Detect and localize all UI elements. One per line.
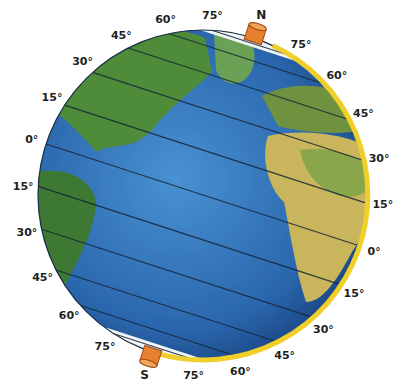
latitude-label: 30° [313,323,334,334]
latitude-label: 75° [291,39,312,50]
latitude-label: 60° [230,366,251,377]
asia-edge [340,100,394,150]
south-america [30,171,96,300]
latitude-label: 30° [72,56,93,67]
latitude-label: 0° [368,245,381,256]
latitude-label: 30° [16,227,37,238]
axis-rods [139,21,267,369]
latitude-label: 45° [353,108,374,119]
latitude-label: 45° [111,29,132,40]
latitude-label: 75° [95,341,116,352]
latitude-label: 45° [32,271,53,282]
latitude-label: 75° [183,369,204,380]
globe-outline [38,30,368,360]
latitude-label: 60° [155,13,176,24]
latitude-label: 60° [59,310,80,321]
europe [262,86,362,133]
latitude-label: 15° [372,199,393,210]
latitude-label: 15° [13,180,34,191]
pole-label: S [140,369,149,381]
latitude-label: 0° [25,134,38,145]
latitude-label: 15° [344,288,365,299]
north-america [40,28,212,152]
latitude-label: 45° [274,350,295,361]
north-polar-cap [61,0,406,108]
latitude-label: 60° [326,69,347,80]
latitude-label: 15° [42,92,63,103]
latitude-label: 75° [202,10,223,21]
latitude-label: 30° [369,152,390,163]
sunlit-rim [160,46,368,360]
pole-label: N [256,9,266,21]
